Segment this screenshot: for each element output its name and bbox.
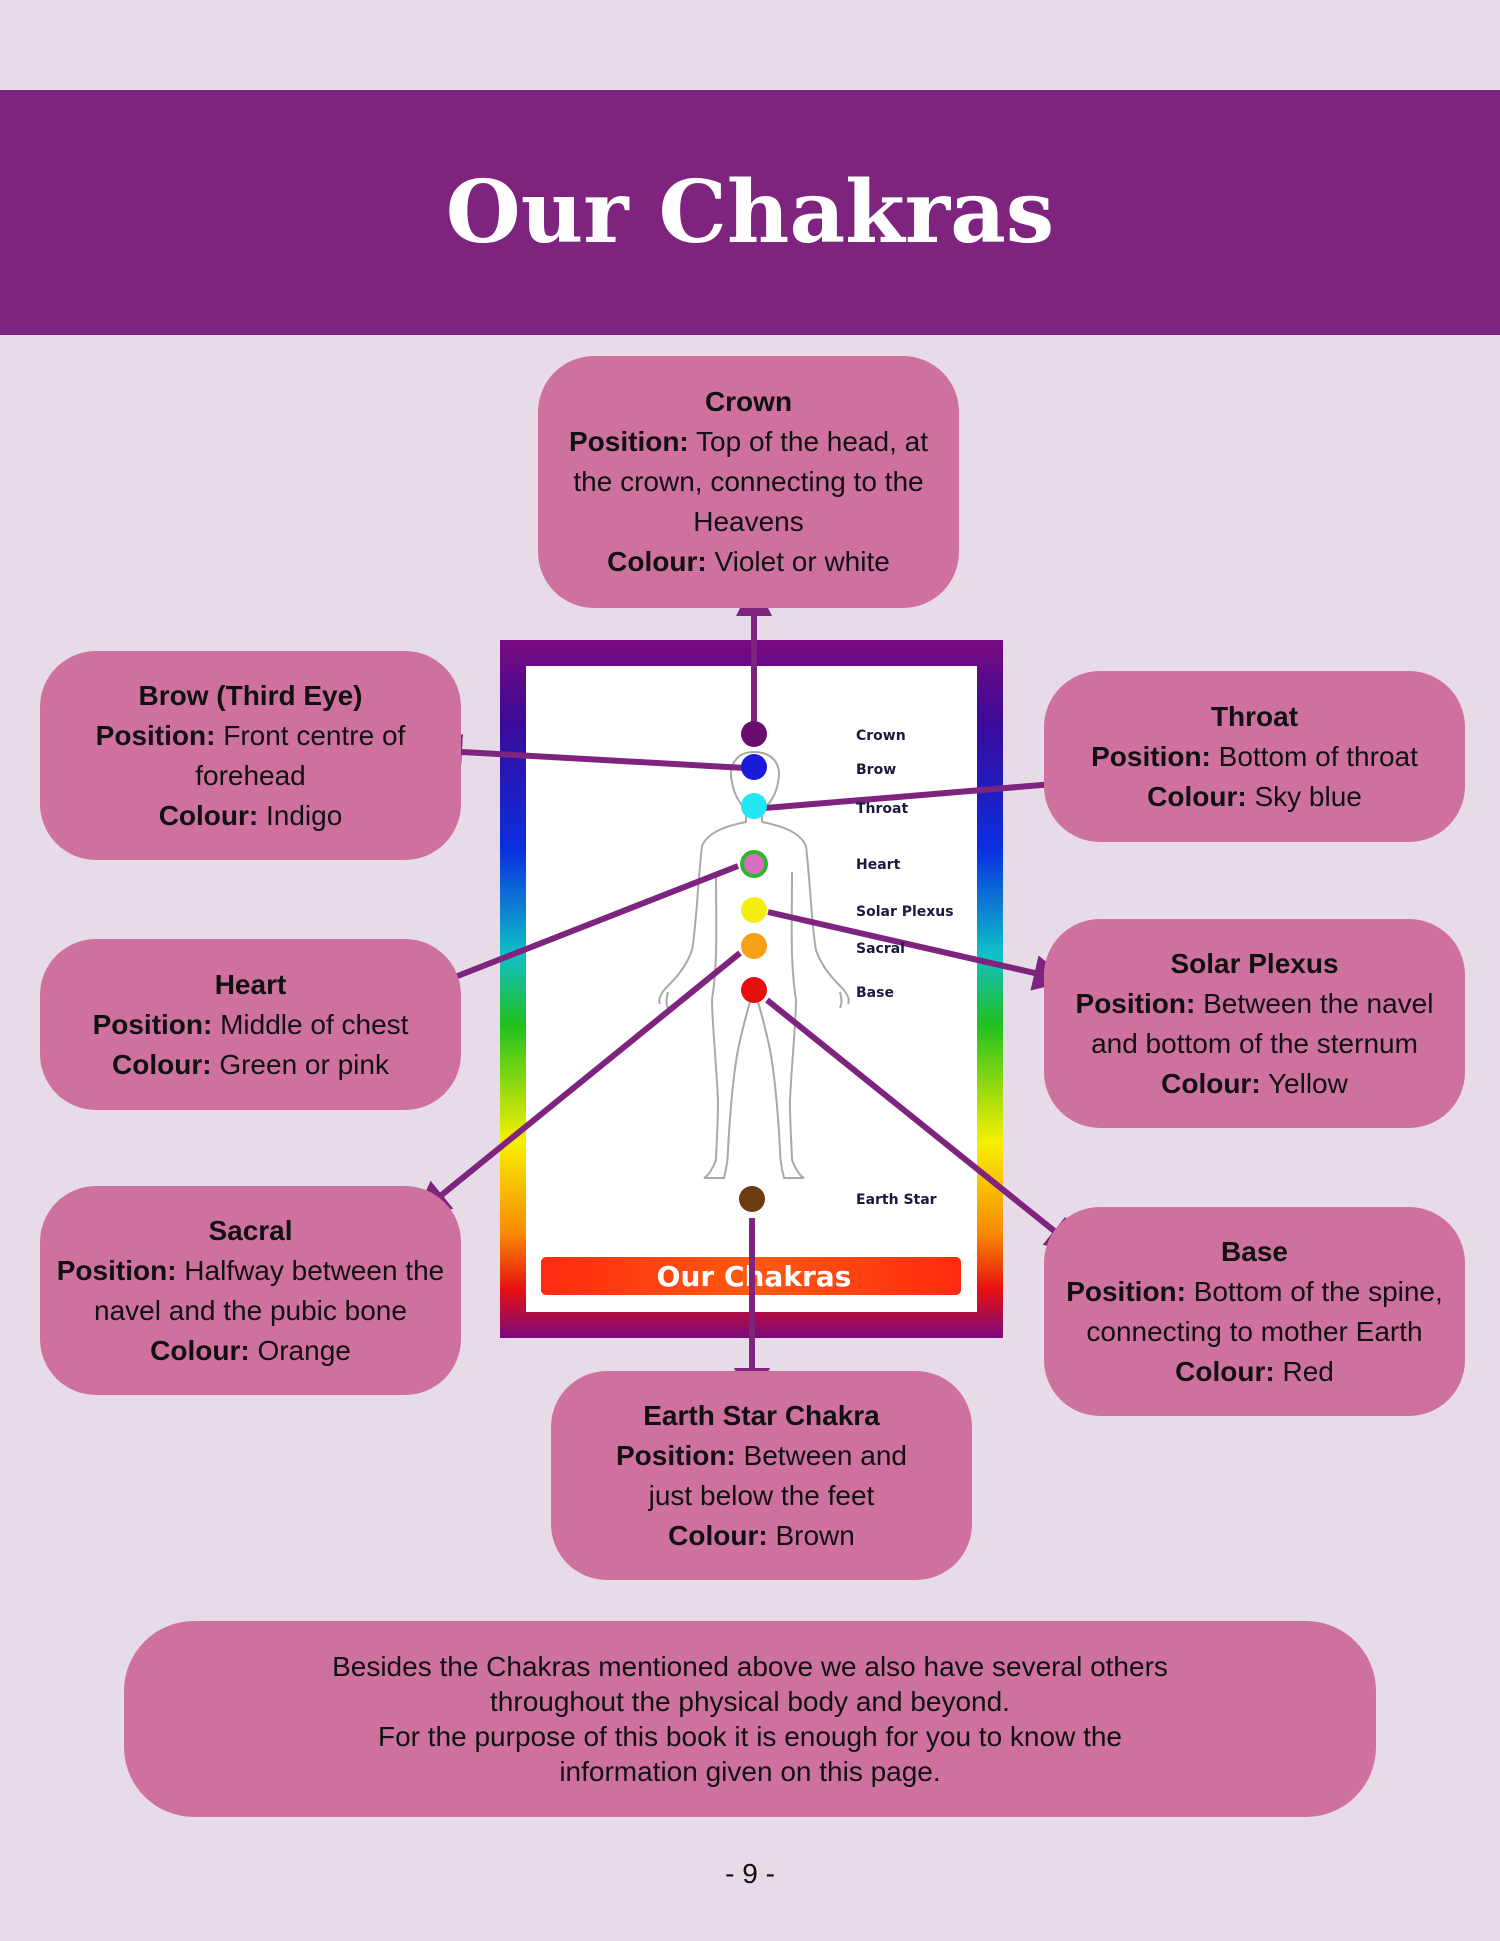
dot-label-throat: Throat	[856, 801, 908, 817]
dot-solar	[741, 897, 767, 923]
solar-plexus-colour: Colour: Yellow	[1161, 1067, 1348, 1099]
sacral-position: Position: Halfway between the navel and …	[56, 1254, 445, 1326]
heart-colour: Colour: Green or pink	[112, 1048, 389, 1080]
dot-label-sacral: Sacral	[856, 941, 905, 957]
crown-box: Crown Position: Top of the head, at the …	[538, 356, 959, 608]
chakra-dots	[739, 721, 768, 1212]
base-name: Base	[1221, 1235, 1288, 1267]
brow-box: Brow (Third Eye) Position: Front centre …	[40, 651, 461, 860]
page-number: - 9 -	[725, 1858, 775, 1889]
page-title: Our Chakras	[445, 162, 1055, 263]
sacral-box: Sacral Position: Halfway between the nav…	[40, 1186, 461, 1395]
dot-earth	[739, 1186, 765, 1212]
sacral-name: Sacral	[208, 1214, 293, 1246]
arrow-solar	[767, 909, 1070, 991]
body-outline	[658, 751, 850, 1179]
dot-label-crown: Crown	[856, 728, 906, 744]
crown-position: Position: Top of the head, at the crown,…	[568, 426, 928, 537]
dot-base	[741, 977, 767, 1003]
arrow-heart	[415, 863, 740, 997]
solar-plexus-position: Position: Between the navel and bottom o…	[1075, 987, 1434, 1059]
dot-label-earth: Earth Star	[856, 1192, 937, 1208]
heart-name: Heart	[214, 968, 287, 1000]
dot-brow	[741, 754, 767, 780]
dot-throat	[741, 793, 767, 819]
dot-label-solar: Solar Plexus	[856, 904, 954, 920]
chart-banner-text: Our Chakras	[657, 1260, 852, 1293]
arrow-sacral	[414, 950, 742, 1218]
earth-star-box: Earth Star Chakra Position: Between and …	[551, 1371, 972, 1580]
footnote-line-1: Besides the Chakras mentioned above we a…	[332, 1651, 1168, 1717]
solar-plexus-name: Solar Plexus	[1170, 947, 1339, 979]
brow-colour: Colour: Indigo	[158, 799, 343, 831]
dot-heart	[740, 850, 768, 878]
throat-position: Position: Bottom of throat	[1091, 740, 1418, 772]
dot-label-brow: Brow	[856, 762, 896, 778]
heart-position: Position: Middle of chest	[92, 1008, 409, 1040]
dot-sacral	[741, 933, 767, 959]
footnote-box: Besides the Chakras mentioned above we a…	[124, 1621, 1376, 1817]
arrow-base	[765, 997, 1083, 1254]
arrow-throat	[764, 766, 1084, 811]
title-banner: Our Chakras	[0, 90, 1500, 335]
dot-labels: Crown Brow Throat Heart Solar Plexus Sac…	[856, 728, 954, 1208]
chart-frame	[500, 640, 1003, 1338]
sacral-colour: Colour: Orange	[150, 1334, 351, 1366]
connector-arrows	[414, 580, 1084, 1404]
solar-plexus-box: Solar Plexus Position: Between the navel…	[1044, 919, 1465, 1128]
arrow-brow	[426, 734, 746, 771]
chart-banner	[541, 1257, 961, 1295]
footnote-line-2: For the purpose of this book it is enoug…	[378, 1721, 1122, 1787]
earth-star-position: Position: Between and just below the fee…	[615, 1439, 907, 1511]
dot-crown	[741, 721, 767, 747]
throat-colour: Colour: Sky blue	[1147, 780, 1362, 812]
chart-inner	[526, 666, 977, 1312]
earth-star-name: Earth Star Chakra	[643, 1399, 880, 1431]
heart-box: Heart Position: Middle of chest Colour: …	[40, 939, 461, 1110]
base-box: Base Position: Bottom of the spine, conn…	[1044, 1207, 1465, 1416]
base-colour: Colour: Red	[1175, 1355, 1334, 1387]
dot-label-base: Base	[856, 985, 894, 1001]
brow-name: Brow (Third Eye)	[138, 679, 363, 711]
crown-colour: Colour: Violet or white	[607, 546, 890, 577]
brow-position: Position: Front centre of forehead	[95, 719, 406, 791]
earth-star-colour: Colour: Brown	[668, 1519, 855, 1551]
dot-label-heart: Heart	[856, 857, 901, 873]
throat-name: Throat	[1210, 700, 1299, 732]
crown-name: Crown	[704, 386, 793, 417]
throat-box: Throat Position: Bottom of throat Colour…	[1044, 671, 1465, 842]
base-position: Position: Bottom of the spine, connectin…	[1066, 1275, 1443, 1347]
